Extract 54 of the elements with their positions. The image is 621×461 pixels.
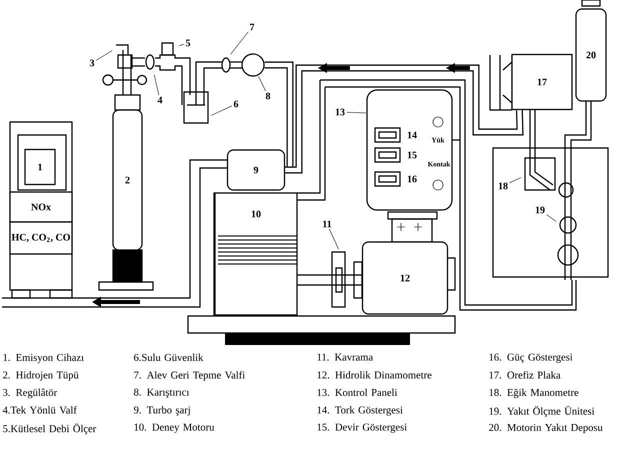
pipe	[285, 63, 524, 174]
analyzer-section: NOx	[9, 191, 73, 223]
callout-number: 13	[336, 108, 345, 116]
leader-line	[546, 214, 556, 222]
part-list-item: 7. Alev Geri Tepme Valfi	[134, 371, 245, 381]
callout-number: 6	[234, 100, 238, 108]
gas-cylinder: 2	[112, 109, 143, 251]
orifice-box: 17	[511, 54, 573, 110]
part-list-item: 1. Emisyon Cihazı	[4, 354, 84, 364]
part-list-item: 18. Eğik Manometre	[490, 388, 578, 398]
part-list-item: 19. Yakıt Ölçme Ünitesi	[490, 406, 594, 417]
callout-number: 4	[158, 96, 162, 104]
part-list-item: 6.Sulu Güvenlik	[134, 354, 204, 362]
part-list-item: 12. Hidrolik Dinamometre	[318, 371, 432, 379]
leader-line	[154, 74, 160, 96]
fuel-tank: 20	[575, 8, 607, 102]
dynamometer-box: 12	[362, 241, 448, 315]
engine-number: 10	[252, 210, 261, 218]
callout-number: 18	[498, 182, 508, 190]
part-list-item: 13. Kontrol Paneli	[318, 388, 398, 396]
turbocharger-box: 9	[226, 149, 286, 191]
part-list-item: 3. Regülâtör	[3, 388, 58, 398]
leader-line	[178, 44, 184, 46]
part-list-item: 17. Orefiz Plaka	[490, 371, 560, 379]
indicator-number: 15	[406, 151, 418, 159]
callout-number: 8	[266, 92, 270, 100]
leader-line	[230, 32, 248, 54]
callout-number: 11	[323, 220, 332, 228]
part-list-item: 8. Karıştırıcı	[134, 388, 190, 398]
part-list-item: 4.Tek Yönlü Valf	[2, 406, 77, 414]
part-list-item: 14. Tork Göstergesi	[318, 406, 403, 416]
display-box: 1	[24, 148, 56, 186]
indicator-number: 14	[406, 131, 418, 139]
callout-number: 5	[186, 40, 190, 46]
part-list-item: 2. Hidrojen Tüpü	[3, 371, 79, 381]
mixer-symbol	[241, 53, 265, 77]
part-list-item: 20. Motorin Yakıt Deposu	[489, 424, 603, 434]
callout-number: 3	[90, 60, 94, 66]
leader-line	[210, 106, 232, 116]
part-list-item: 16. Güç Göstergesi	[490, 354, 572, 363]
indicator-number: 16	[406, 175, 418, 183]
callout-number: 7	[250, 24, 254, 30]
leader-line	[96, 50, 112, 61]
analyzer-section: HC, CO$_{2}$, CO	[9, 221, 73, 255]
part-list-item: 5.Kütlesel Debi Ölçer	[3, 424, 96, 434]
part-list-item: 11. Kavrama	[318, 354, 373, 361]
leader-line	[346, 112, 366, 114]
leader-line	[258, 76, 266, 92]
part-list-item: 15. Devir Göstergesi	[318, 424, 407, 433]
callout-number: 19	[536, 206, 545, 214]
leader-line	[509, 177, 522, 184]
part-list-item: 10. Deney Motoru	[134, 424, 214, 433]
part-list-item: 9. Turbo şarj	[134, 406, 190, 416]
leader-line	[329, 228, 339, 250]
